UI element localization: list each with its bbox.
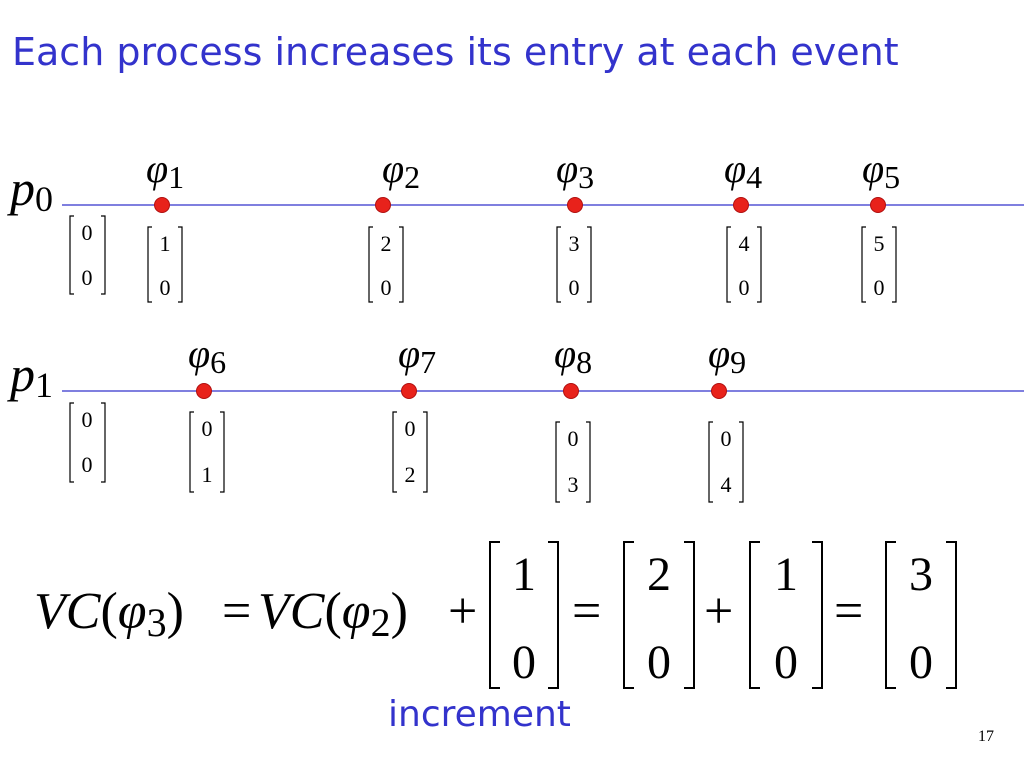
event-label: φ2	[382, 146, 420, 195]
event-label: φ1	[146, 146, 184, 195]
result-vector: 3 0	[885, 541, 957, 689]
event-phi-7: φ7 0 2	[392, 331, 436, 493]
event-dot[interactable]	[733, 197, 749, 213]
event-phi-1: φ1 1 0	[146, 146, 184, 303]
vector-entry: 2	[647, 548, 671, 601]
event-label: φ5	[862, 146, 900, 195]
event-phi-2: φ2 2 0	[368, 146, 420, 303]
event-dot[interactable]	[711, 383, 727, 399]
event-dot[interactable]	[563, 383, 579, 399]
vector-entry: 0	[721, 426, 732, 451]
equation-lhs: VC(φ3)	[34, 583, 184, 645]
vector-entry: 0	[82, 265, 93, 290]
equals-sign: =	[834, 583, 863, 640]
process-label-base: p	[7, 160, 35, 216]
event-label: φ9	[708, 331, 746, 380]
event-phi-6: φ6 0 1	[188, 331, 226, 493]
vector-entry: 0	[739, 275, 750, 300]
event-dot[interactable]	[154, 197, 170, 213]
vector-a: 2 0	[623, 541, 695, 689]
vector-entry: 0	[874, 275, 885, 300]
event-phi-3: φ3 3 0	[556, 146, 594, 303]
process-label-sub: 0	[35, 179, 53, 219]
event-phi-8: φ8 0 3	[554, 331, 592, 503]
vector-entry: 2	[381, 231, 392, 256]
initial-vector-p1: 0 0	[69, 402, 106, 483]
increment-vector: 1 0	[489, 541, 559, 689]
vector-entry: 4	[721, 472, 732, 497]
plus-sign: +	[704, 583, 733, 640]
event-phi-4: φ4 4 0	[724, 146, 762, 303]
vector-entry: 0	[512, 636, 536, 689]
vector-entry: 0	[569, 275, 580, 300]
vector-entry: 0	[647, 636, 671, 689]
vector-entry: 1	[512, 548, 536, 601]
event-dot[interactable]	[196, 383, 212, 399]
vector-entry: 4	[739, 231, 750, 256]
event-label: φ6	[188, 331, 226, 380]
vector-entry: 0	[381, 275, 392, 300]
slide-title: Each process increases its entry at each…	[12, 30, 899, 74]
equals-sign: =	[222, 583, 251, 640]
process-label-p0: p0	[7, 160, 53, 219]
vector-entry: 0	[774, 636, 798, 689]
vector-entry: 0	[82, 452, 93, 477]
equals-sign: =	[572, 583, 601, 640]
initial-vector-p0: 0 0	[69, 215, 106, 295]
vector-entry: 0	[82, 220, 93, 245]
event-label: φ8	[554, 331, 592, 380]
vector-entry: 3	[909, 548, 933, 601]
vector-entry: 3	[569, 231, 580, 256]
event-label: φ4	[724, 146, 762, 195]
vector-entry: 1	[774, 548, 798, 601]
vector-entry: 0	[82, 407, 93, 432]
vector-entry: 0	[405, 416, 416, 441]
event-dot[interactable]	[401, 383, 417, 399]
process-label-base: p	[7, 346, 35, 402]
vector-entry: 0	[202, 416, 213, 441]
vector-entry: 1	[160, 231, 171, 256]
page-number: 17	[978, 728, 994, 745]
process-label-sub: 1	[35, 365, 53, 405]
event-dot[interactable]	[567, 197, 583, 213]
vector-b: 1 0	[749, 541, 823, 689]
equation-rhs: VC(φ2)	[258, 583, 408, 645]
vector-entry: 1	[202, 462, 213, 487]
vector-entry: 0	[160, 275, 171, 300]
vector-entry: 0	[568, 426, 579, 451]
equation: VC(φ3) = VC(φ2) + 1 0 = 2 0 + 1 0	[34, 541, 957, 689]
event-dot[interactable]	[870, 197, 886, 213]
plus-sign: +	[448, 583, 477, 640]
event-label: φ7	[398, 331, 436, 380]
increment-label: increment	[388, 694, 571, 735]
vector-entry: 3	[568, 472, 579, 497]
event-phi-9: φ9 0 4	[708, 331, 746, 503]
vector-entry: 2	[405, 462, 416, 487]
event-phi-5: φ5 5 0	[861, 146, 900, 303]
event-dot[interactable]	[375, 197, 391, 213]
event-label: φ3	[556, 146, 594, 195]
vector-entry: 5	[874, 231, 885, 256]
process-label-p1: p1	[7, 346, 53, 405]
vector-entry: 0	[909, 636, 933, 689]
